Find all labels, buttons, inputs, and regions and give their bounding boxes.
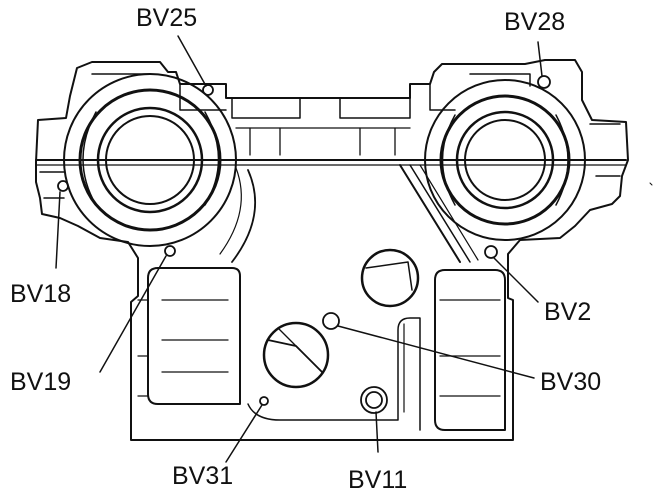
hole-bv30 xyxy=(322,312,340,330)
label-bv28: BV28 xyxy=(504,8,566,36)
leader-bv2 xyxy=(493,257,539,303)
leader-bv18 xyxy=(55,191,61,269)
leader-bv31 xyxy=(225,404,263,463)
leader-bv19 xyxy=(99,255,167,373)
label-bv19: BV19 xyxy=(10,368,72,396)
leader-bv28 xyxy=(537,41,543,77)
right-bearing-outer xyxy=(424,79,586,241)
label-bv31: BV31 xyxy=(172,462,234,490)
upper-center-bore xyxy=(360,248,420,308)
head-outline xyxy=(35,59,629,441)
right-bearing-bore xyxy=(464,119,546,201)
hole-bv2 xyxy=(484,245,498,259)
hole-bv11-inner xyxy=(365,391,383,409)
leader-bv30 xyxy=(337,325,535,379)
leader-bv11 xyxy=(375,411,379,453)
hole-bv11-outer xyxy=(360,386,388,414)
hole-bv28 xyxy=(537,75,551,89)
left-bearing-bore xyxy=(105,115,195,205)
right-chamber xyxy=(434,269,506,431)
label-bv25: BV25 xyxy=(136,4,198,32)
label-bv30: BV30 xyxy=(540,368,602,396)
label-bv18: BV18 xyxy=(10,280,72,308)
hole-bv19 xyxy=(164,245,176,257)
label-bv11: BV11 xyxy=(348,466,408,494)
leader-bv25 xyxy=(177,35,207,87)
lower-center-bore xyxy=(262,321,330,389)
hole-bv18 xyxy=(57,180,69,192)
hole-bv25 xyxy=(202,84,214,96)
hole-bv31 xyxy=(259,396,269,406)
left-chamber xyxy=(147,267,241,405)
label-bv2: BV2 xyxy=(544,298,592,326)
